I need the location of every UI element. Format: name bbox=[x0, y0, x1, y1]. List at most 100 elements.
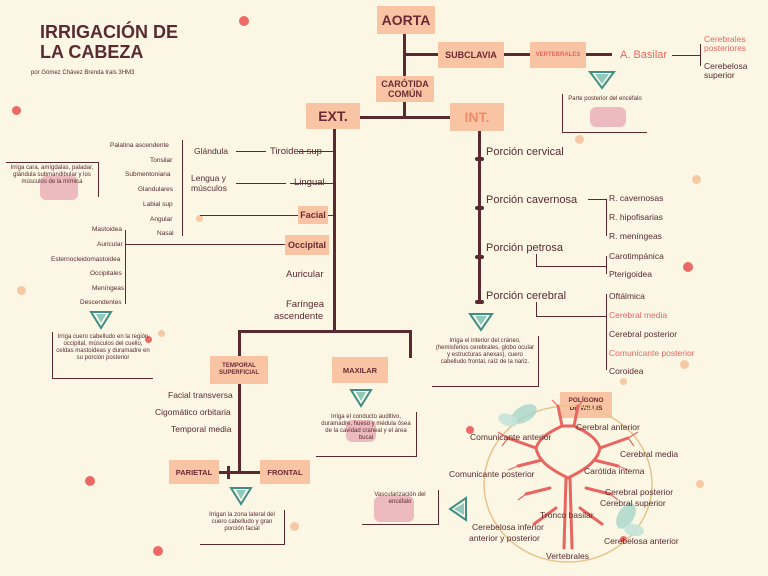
basilar-label: A. Basilar bbox=[620, 49, 668, 61]
occipital-note: Irriga cuero cabelludo en la región occi… bbox=[52, 332, 153, 379]
decor-dot bbox=[620, 378, 627, 385]
occipital-branch: Occipitales bbox=[90, 270, 122, 277]
circle-of-willis-illustration bbox=[483, 399, 653, 563]
parietal-box: PARIETAL bbox=[169, 460, 219, 484]
highlight-blob bbox=[346, 420, 376, 442]
cavernosa-branch: R. hipofisarias bbox=[609, 212, 663, 222]
decor-dot bbox=[153, 546, 163, 556]
decor-dot bbox=[680, 360, 689, 369]
facial-branch: Glandulares bbox=[138, 186, 174, 193]
aorta-stem bbox=[403, 34, 406, 76]
cerebrales-posteriores-2: posteriores bbox=[704, 43, 747, 53]
cavernosa-branch: R. cavernosas bbox=[609, 193, 664, 203]
cavernosa-bracket bbox=[606, 199, 607, 236]
occipital-connector bbox=[125, 244, 285, 245]
chevron-down-icon bbox=[588, 71, 616, 90]
willis-comunicante-posterior: Comunicante posterior bbox=[449, 469, 535, 479]
decor-dot bbox=[290, 522, 299, 531]
petrosa-connector bbox=[536, 266, 606, 267]
willis-comunicante-anterior: Comunicante anterior bbox=[470, 432, 552, 442]
faringea-label-1: Faríngea bbox=[286, 299, 325, 310]
temporal-branch: Cigomático orbitaria bbox=[155, 407, 231, 417]
facial-note: Irriga cara, amígdalas, paladar, glándul… bbox=[6, 162, 99, 197]
title-line-1: IRRIGACIÓN DE bbox=[40, 22, 179, 42]
decor-dot bbox=[575, 135, 584, 144]
carotida-comun-box: CARÓTIDA COMÚN bbox=[376, 76, 434, 102]
internal-note: Irriga el interior del cráneo, (hemisfer… bbox=[432, 336, 539, 387]
petrosa-branch: Carotimpánica bbox=[609, 251, 664, 261]
facial-branch: Palatina ascendente bbox=[110, 142, 169, 149]
temporal-line-2: SUPERFICIAL bbox=[218, 370, 259, 376]
decor-dot bbox=[17, 286, 26, 295]
carotid-stem bbox=[403, 102, 406, 116]
internal-trunk bbox=[478, 126, 481, 304]
cavernosa-connector bbox=[588, 199, 606, 200]
maxilar-drop bbox=[409, 330, 412, 358]
decor-dot bbox=[196, 215, 203, 222]
decor-dot bbox=[696, 480, 704, 488]
portion-cerebral: Porción cerebral bbox=[486, 290, 567, 302]
decor-dot bbox=[466, 426, 474, 434]
highlight-blob bbox=[374, 496, 414, 522]
cavernosa-branch: R. meníngeas bbox=[609, 231, 662, 241]
tick bbox=[475, 206, 484, 210]
portion-cavernosa: Porción cavernosa bbox=[486, 194, 578, 206]
poligono-line-1: POLÍGONO bbox=[568, 397, 604, 404]
faringea-label-2: ascendente bbox=[274, 311, 324, 322]
auricular-label: Auricular bbox=[286, 269, 324, 280]
glandula-connector bbox=[236, 151, 266, 152]
cerebral-branch: Cerebral media bbox=[609, 310, 668, 320]
willis-tronco-basilar: Tronco basilar bbox=[540, 510, 594, 520]
decor-dot bbox=[158, 330, 165, 337]
facial-branch: Nasal bbox=[157, 230, 174, 237]
cerebral-branch: Coroidea bbox=[609, 366, 644, 376]
frontal-box: FRONTAL bbox=[260, 460, 310, 484]
temporal-trunk bbox=[238, 384, 241, 472]
cerebral-branch: Oftálmica bbox=[609, 291, 645, 301]
basilar-note: Parte posterior del encéfalo bbox=[562, 94, 647, 133]
chevron-down-icon bbox=[349, 389, 373, 408]
cerebelosa-superior-2: superior bbox=[704, 70, 735, 80]
facial-trunk-tick bbox=[328, 215, 334, 216]
tiroidea-label: Tiroidea sup bbox=[270, 146, 322, 157]
lengua-label-2: músculos bbox=[191, 183, 227, 193]
facial-branch: Labial sup bbox=[143, 201, 173, 208]
vertebrales-box: VERTEBRALES bbox=[530, 42, 586, 68]
aorta-subclavia-line bbox=[405, 53, 438, 56]
temporal-branch: Facial transversa bbox=[168, 390, 233, 400]
occipital-branch: Meníngeas bbox=[92, 285, 125, 292]
willis-cerebral-media: Cerebral media bbox=[620, 449, 679, 459]
external-carotid-box: EXT. bbox=[306, 103, 360, 129]
occipital-branch: Mastoidea bbox=[92, 226, 122, 233]
occipital-box: Occipital bbox=[285, 235, 329, 255]
portion-petrosa: Porción petrosa bbox=[486, 242, 564, 254]
willis-cerebelosa-anterior: Cerebelosa anterior bbox=[604, 536, 679, 546]
lengua-connector bbox=[236, 183, 286, 184]
petrosa-branch: Pterigoidea bbox=[609, 269, 653, 279]
lingual-label: Lingual bbox=[294, 177, 325, 188]
facial-box: Facial bbox=[298, 206, 328, 224]
highlight-blob bbox=[590, 107, 626, 127]
willis-cerebral-anterior: Cerebral anterior bbox=[576, 422, 640, 432]
decor-dot bbox=[145, 336, 152, 343]
facial-connector bbox=[200, 215, 298, 216]
tick bbox=[227, 466, 230, 479]
maxilar-box: MAXILAR bbox=[332, 357, 388, 383]
facial-branch: Tonsilar bbox=[150, 157, 173, 164]
facial-branch: Submentoniana bbox=[125, 171, 171, 178]
temporal-note: Irrigan la zona lateral del cuero cabell… bbox=[200, 510, 285, 545]
cerebral-branch: Cerebral posterior bbox=[609, 329, 678, 339]
willis-carotida-interna: Carótida interna bbox=[584, 466, 645, 476]
basilar-connector bbox=[672, 55, 700, 56]
highlight-blob bbox=[40, 176, 78, 200]
cerebelosa-superior-1: Cerebelosa bbox=[704, 61, 748, 71]
lengua-label-1: Lengua y bbox=[191, 173, 226, 183]
chevron-left-icon bbox=[448, 496, 467, 522]
occipital-branch: Descendentes bbox=[80, 299, 122, 306]
cerebrales-posteriores-1: Cerebrales bbox=[704, 34, 746, 44]
petrosa-drop bbox=[536, 254, 537, 267]
decor-dot bbox=[239, 16, 249, 26]
glandula-label: Glándula bbox=[194, 146, 229, 156]
external-bottom-bar bbox=[238, 330, 412, 333]
willis-vertebrales: Vertebrales bbox=[546, 551, 589, 561]
